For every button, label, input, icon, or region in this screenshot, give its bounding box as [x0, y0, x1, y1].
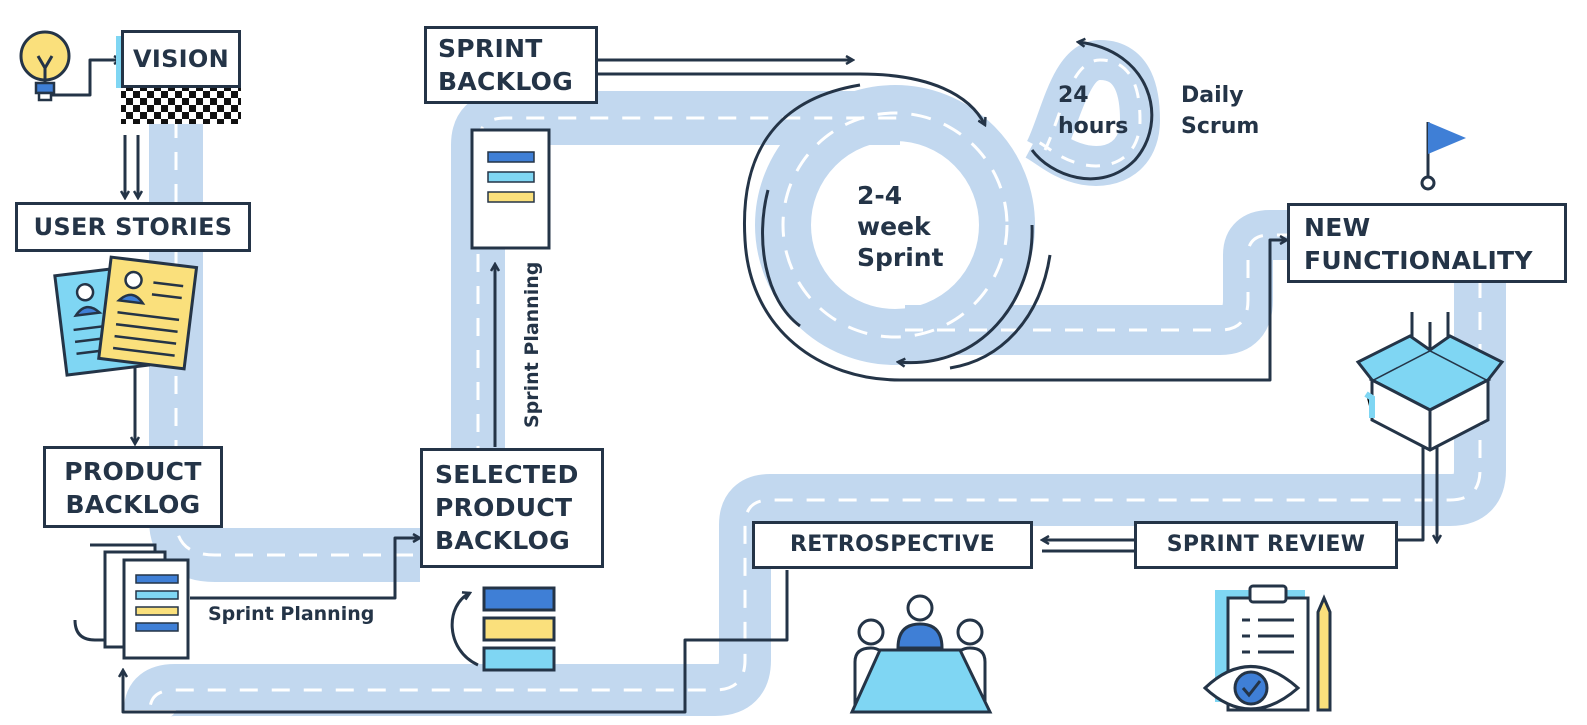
selected-product-backlog-line2: PRODUCT — [435, 493, 573, 522]
connector-sprint-planning-horizontal — [190, 538, 420, 600]
user-story-cards-icon — [53, 255, 199, 377]
sprint-cycle-label: 2-4 week Sprint — [857, 180, 944, 273]
daily-scrum-line2: Scrum — [1181, 114, 1260, 139]
sprint-backlog-box: SPRINT BACKLOG — [424, 26, 598, 104]
sprint-cycle-arrow-inner — [898, 224, 1034, 363]
sprint-review-box: SPRINT REVIEW — [1134, 521, 1398, 569]
document-stack-icon — [73, 543, 190, 660]
selected-product-backlog-line1: SELECTED — [435, 460, 579, 489]
user-stories-label: USER STORIES — [33, 213, 233, 241]
sprint-cycle-line2: week — [857, 212, 931, 241]
sprint-cycle-arrow-outer — [742, 83, 1287, 382]
sprint-cycle-line3: Sprint — [857, 243, 944, 272]
new-functionality-box: NEW FUNCTIONALITY — [1287, 203, 1567, 283]
connectors — [48, 42, 1437, 714]
connector-retro-to-product-backlog — [123, 570, 789, 714]
selected-product-backlog-line3: BACKLOG — [435, 526, 571, 555]
retrospective-box: RETROSPECTIVE — [752, 521, 1033, 569]
product-backlog-line2: BACKLOG — [65, 490, 201, 519]
product-backlog-box: PRODUCT BACKLOG — [43, 446, 223, 528]
vision-label: VISION — [132, 45, 229, 73]
retrospective-label: RETROSPECTIVE — [790, 532, 995, 557]
priority-stack-icon — [450, 586, 556, 672]
backlog-list-icon — [470, 128, 551, 250]
team-meeting-icon — [849, 594, 993, 714]
new-functionality-line2: FUNCTIONALITY — [1304, 246, 1533, 275]
clipboard-review-icon — [1202, 584, 1332, 712]
product-backlog-line1: PRODUCT — [64, 457, 202, 486]
sprint-backlog-line2: BACKLOG — [438, 67, 574, 96]
sprint-planning-label-horizontal: Sprint Planning — [208, 603, 375, 625]
sprint-cycle-line1: 2-4 — [857, 181, 903, 210]
open-box-icon — [1355, 312, 1505, 452]
connector-sprint-backlog-to-sprint-2 — [598, 72, 985, 125]
lightbulb-icon — [19, 30, 71, 102]
daily-scrum-label: Daily Scrum — [1181, 80, 1259, 142]
daily-cycle-line1: 24 — [1058, 83, 1089, 108]
daily-scrum-arrow — [1030, 42, 1154, 181]
vision-box: VISION — [121, 30, 241, 88]
connector-bulb-to-vision — [48, 60, 121, 97]
user-stories-box: USER STORIES — [15, 202, 251, 252]
sprint-backlog-line1: SPRINT — [438, 34, 543, 63]
new-functionality-line1: NEW — [1304, 213, 1371, 242]
selected-product-backlog-box: SELECTED PRODUCT BACKLOG — [420, 448, 604, 568]
sprint-planning-label-vertical: Sprint Planning — [521, 261, 543, 428]
daily-cycle-label: 24 hours — [1058, 80, 1128, 142]
road-segment-review — [124, 280, 1506, 718]
connector-box-to-review-a — [1398, 445, 1425, 542]
daily-cycle-line2: hours — [1058, 114, 1129, 139]
sprint-cycle-arrow-inner-2 — [949, 254, 1052, 370]
sprint-review-label: SPRINT REVIEW — [1166, 532, 1366, 557]
checkered-flag-icon — [121, 88, 241, 124]
daily-scrum-line1: Daily — [1181, 83, 1244, 108]
sprint-cycle-arrow-left — [761, 189, 801, 328]
goal-flag-icon — [1420, 122, 1466, 191]
